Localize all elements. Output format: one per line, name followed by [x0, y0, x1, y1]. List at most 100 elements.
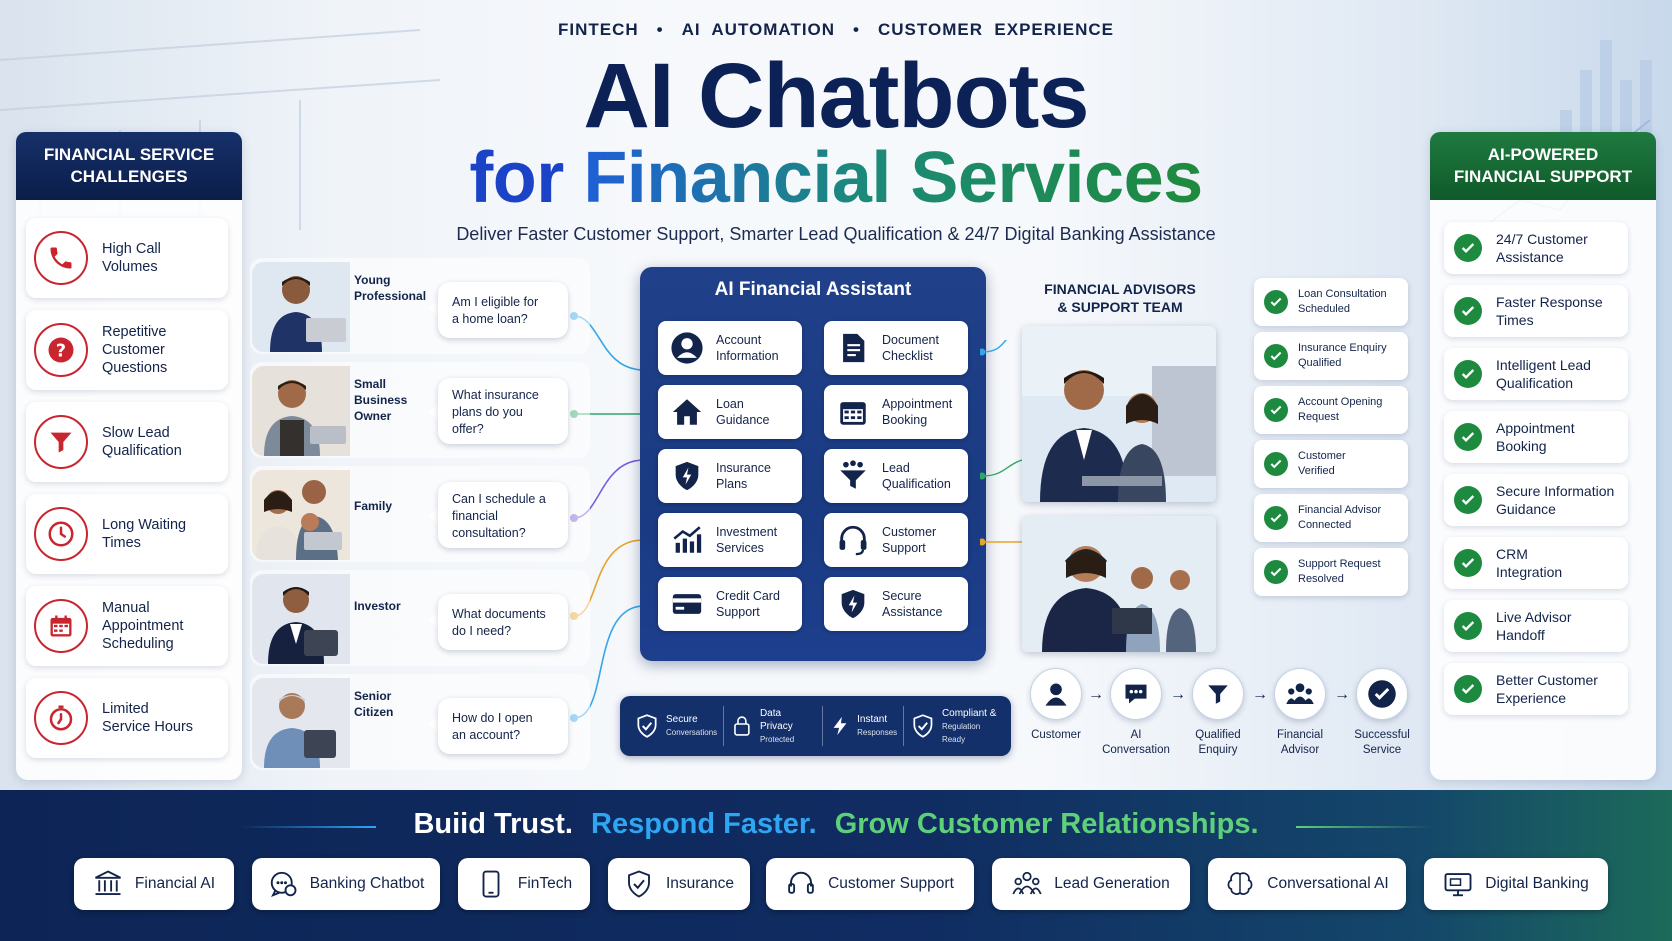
- bubble-tail: [428, 612, 440, 628]
- phone-icon: [34, 231, 88, 285]
- slogan-respond-faster: Respond Faster.: [591, 808, 817, 840]
- tag-label: Lead Generation: [1054, 875, 1170, 892]
- challenges-panel: FINANCIAL SERVICE CHALLENGES High Call V…: [16, 132, 242, 780]
- challenge-line: Repetitive: [102, 324, 167, 340]
- flow-step-customer: Customer: [1016, 668, 1096, 743]
- title-for: for: [469, 138, 564, 218]
- flow-line: Enquiry: [1198, 744, 1238, 756]
- shield-check-icon: [637, 714, 657, 738]
- arrow-right-icon: →: [1170, 686, 1186, 703]
- avatar: [252, 574, 350, 664]
- persona-card: Family Can I schedule a financial consul…: [250, 466, 590, 562]
- tag-customer-support[interactable]: Customer Support: [766, 858, 974, 910]
- check-icon: [1264, 290, 1288, 314]
- advisor-photo: [1022, 326, 1216, 502]
- benefit-line: Assistance: [1496, 249, 1564, 265]
- shield-bolt-icon: [841, 589, 865, 619]
- check-icon: [1454, 360, 1482, 388]
- challenge-line: Appointment: [102, 618, 184, 634]
- benefit-line: 24/7 Customer: [1496, 231, 1588, 247]
- check-icon: [1454, 423, 1482, 451]
- tag-banking-chatbot[interactable]: Banking Chatbot: [252, 858, 440, 910]
- tag-financial-ai[interactable]: Financial AI: [74, 858, 234, 910]
- slogan-build-trust: Buiid Trust.: [413, 808, 573, 840]
- question-line: What documents: [452, 607, 546, 621]
- benefit-line: Secure Information: [1496, 483, 1615, 499]
- tag-fintech: FINTECH: [557, 20, 639, 39]
- support-photo: [1022, 516, 1216, 652]
- headset-icon: [839, 525, 867, 556]
- tag-insurance[interactable]: Insurance: [608, 858, 750, 910]
- flow-line: Qualified: [1195, 729, 1241, 741]
- benefit-line: Faster Response: [1496, 294, 1603, 310]
- top-tagline: FINTECH•AI AUTOMATION•CUSTOMER EXPERIENC…: [0, 20, 1672, 40]
- benefits-title-line2: FINANCIAL SUPPORT: [1453, 167, 1633, 186]
- benefit-line: Better Customer: [1496, 672, 1598, 688]
- tag-lead-generation[interactable]: Lead Generation: [992, 858, 1190, 910]
- flow-line: Service: [1362, 744, 1402, 756]
- benefits-panel: AI-POWERED FINANCIAL SUPPORT 24/7 Custom…: [1430, 132, 1656, 780]
- funnel-icon: [34, 415, 88, 469]
- persona-card: Investor What documents do I need?: [250, 570, 590, 666]
- tag-separator: •: [656, 20, 664, 39]
- flow-line: Successful: [1354, 729, 1410, 741]
- benefit-line: CRM: [1496, 546, 1528, 562]
- flow-line: Financial: [1276, 729, 1324, 741]
- tag-label: Customer Support: [828, 875, 954, 892]
- shield-check-icon: [913, 714, 933, 738]
- funnel-icon: [840, 460, 866, 489]
- trust-line: Compliant &: [941, 707, 997, 719]
- status-line: Customer: [1298, 450, 1346, 462]
- benefit-line: Qualification: [1496, 375, 1574, 391]
- page-title: AI Chatbots: [583, 45, 1089, 147]
- slogan-grow: Grow Customer Relationships.: [834, 808, 1259, 840]
- challenge-line: Scheduling: [102, 636, 174, 652]
- challenge-card: Slow Lead Qualification: [26, 402, 228, 482]
- monitor-icon: [1444, 873, 1472, 897]
- benefit-line: Intelligent Lead: [1496, 357, 1591, 373]
- document-icon: [843, 333, 865, 363]
- benefit-line: Handoff: [1496, 627, 1545, 643]
- persona-name: Young: [354, 273, 391, 287]
- home-icon: [672, 399, 702, 425]
- tag-fintech[interactable]: FinTech: [458, 858, 590, 910]
- avatar: [252, 470, 350, 560]
- tag-digital-banking[interactable]: Digital Banking: [1424, 858, 1608, 910]
- status-line: Loan Consultation: [1298, 288, 1387, 300]
- question-line: What insurance: [452, 388, 539, 402]
- tag-ai-automation: AI AUTOMATION: [681, 20, 836, 39]
- flow-line: Advisor: [1280, 744, 1320, 756]
- flow-line: AI: [1130, 729, 1142, 741]
- lightning-icon: [833, 716, 847, 736]
- divider: [1296, 826, 1432, 828]
- tag-label: Insurance: [665, 875, 735, 892]
- service-line: Insurance: [716, 461, 771, 475]
- benefit-line: Booking: [1496, 438, 1547, 454]
- tag-conversational-ai[interactable]: Conversational AI: [1208, 858, 1406, 910]
- question-line: How do I open: [452, 711, 533, 725]
- check-icon: [1454, 549, 1482, 577]
- challenges-title-line1: FINANCIAL SERVICE: [43, 145, 215, 164]
- question-bubble: What insurance plans do you offer?: [438, 378, 568, 444]
- check-icon: [1454, 612, 1482, 640]
- persona-name: Owner: [354, 409, 392, 423]
